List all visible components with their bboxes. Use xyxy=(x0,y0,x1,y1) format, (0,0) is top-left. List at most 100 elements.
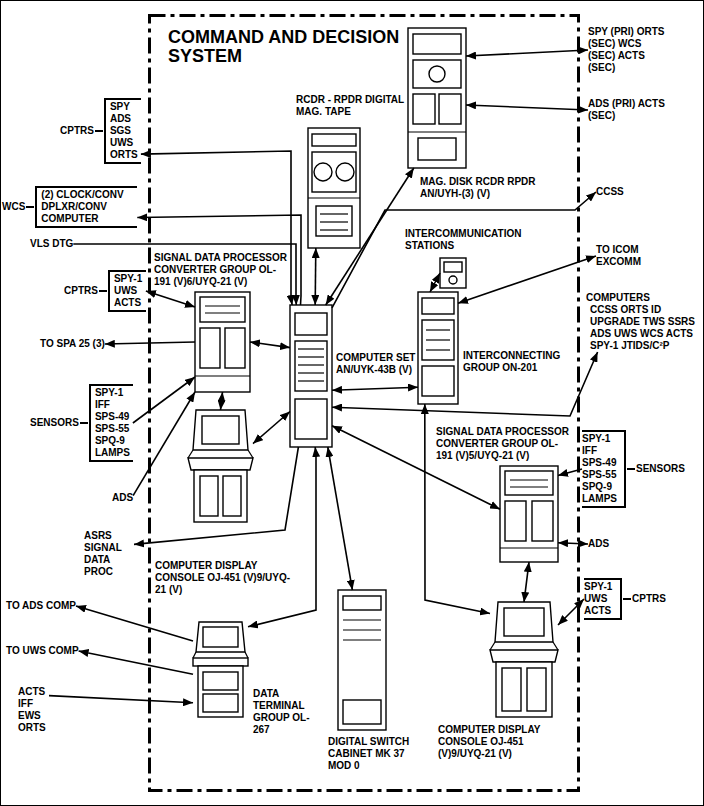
unit-label: DIGITAL SWITCH CABINET MK 37 MOD 0 xyxy=(328,736,428,772)
connector xyxy=(524,562,529,602)
external-system: SENSORS SPY-1 IFF SPS-49 SPS-55 SPQ-9 LAM… xyxy=(30,384,133,462)
external-system: ACTS IFF EWS ORTS xyxy=(18,686,49,734)
bracket-list: SPY-1 IFF SPS-49 SPS-55 SPQ-9 LAMPS xyxy=(582,430,626,508)
equipment-unit: INTERCONNECTING GROUP ON-201 xyxy=(418,292,458,404)
connector xyxy=(314,248,316,305)
unit-label: RCDR - RPDR DIGITAL MAG. TAPE xyxy=(296,94,414,118)
equipment-unit: MAG. DISK RCDR RPDR AN/UYH-(3) (V) xyxy=(408,28,466,168)
equipment-unit: DIGITAL SWITCH CABINET MK 37 MOD 0 xyxy=(338,590,386,730)
connector xyxy=(250,342,290,348)
connector xyxy=(137,215,301,305)
unit-label: COMPUTER DISPLAY CONSOLE OJ-451 (V)9/UYQ… xyxy=(155,560,295,596)
tape-cabinet xyxy=(308,128,360,248)
connector xyxy=(73,244,296,305)
external-system: ADS xyxy=(112,492,133,504)
external-system: WCS(2) CLOCK/CONV DPLXR/CONV COMPUTER xyxy=(2,186,137,228)
system-label: CCSS xyxy=(596,186,624,198)
equipment-unit: RCDR - RPDR DIGITAL MAG. TAPE xyxy=(308,128,360,248)
unit-label: INTERCOMMUNICATION STATIONS xyxy=(405,228,540,252)
dashed-boundary xyxy=(148,14,580,792)
connector xyxy=(221,392,223,410)
connector xyxy=(466,105,588,110)
connector xyxy=(133,377,195,423)
group-label: CPTRS xyxy=(64,285,98,297)
system-label: ADS xyxy=(112,492,133,504)
external-system: SPY-1 UWS ACTS CPTRS xyxy=(584,578,666,620)
group-label: CPTRS xyxy=(60,125,94,137)
equipment-unit: SIGNAL DATA PROCESSOR CONVERTER GROUP OL… xyxy=(500,466,558,562)
equipment-unit: DATA TERMINAL GROUP OL-267 xyxy=(193,622,248,717)
connector xyxy=(146,291,195,307)
connector xyxy=(332,192,596,308)
bracket-stem xyxy=(99,290,107,292)
display-console xyxy=(490,602,558,717)
external-system: CCSS xyxy=(596,186,624,198)
system-label: ACTS IFF EWS ORTS xyxy=(18,686,49,734)
unit-label: INTERCONNECTING GROUP ON-201 xyxy=(463,350,563,374)
external-system: SPY (PRI) ORTS (SEC) WCS (SEC) ACTS (SEC… xyxy=(588,26,668,74)
connector xyxy=(558,599,584,625)
equipment-unit: INTERCOMMUNICATION STATIONS xyxy=(440,258,466,288)
system-label: TO SPA 25 (3) xyxy=(40,338,105,350)
external-system: CPTRS SPY ADS SGS UWS ORTS xyxy=(60,98,141,164)
connector xyxy=(332,352,598,416)
connector xyxy=(49,696,193,703)
group-label: SENSORS xyxy=(30,417,79,429)
bracket-list: SPY ADS SGS UWS ORTS xyxy=(104,98,141,164)
bracket-list: SPY-1 UWS ACTS xyxy=(108,270,146,312)
external-system: TO ADS COMP xyxy=(6,600,76,612)
system-boundary: COMMAND AND DECISION SYSTEM RCDR - RPDR D… xyxy=(148,14,580,792)
external-system: SPY-1 IFF SPS-49 SPS-55 SPQ-9 LAMPSSENSO… xyxy=(582,430,685,508)
sdp-cabinet xyxy=(500,466,558,562)
sdp-cabinet xyxy=(195,292,250,392)
connector xyxy=(141,151,292,305)
system-label: TO ICOM EXCOMM xyxy=(596,244,658,268)
equipment-unit: COMPUTER DISPLAY CONSOLE OJ-451 (V)9/UYQ… xyxy=(490,602,558,717)
external-system: TO UWS COMP xyxy=(6,645,79,657)
connector xyxy=(430,273,440,292)
system-label: SPY (PRI) ORTS (SEC) WCS (SEC) ACTS (SEC… xyxy=(588,26,668,74)
bracket-stem xyxy=(26,206,34,208)
external-system: COMPUTERSCCSS ORTS ID UPGRADE TWS SSRS A… xyxy=(586,292,702,352)
system-label: TO UWS COMP xyxy=(6,645,79,657)
connector xyxy=(458,256,596,303)
bracket-list: SPY-1 IFF SPS-49 SPS-55 SPQ-9 LAMPS xyxy=(89,384,133,462)
unit-label: SIGNAL DATA PROCESSOR CONVERTER GROUP OL… xyxy=(154,252,288,288)
connector xyxy=(134,447,298,544)
connector xyxy=(248,447,316,627)
interconnect-cabinet xyxy=(418,292,458,404)
system-label: ADS xyxy=(588,538,609,550)
connector xyxy=(332,387,418,390)
external-system: ADS xyxy=(588,538,609,550)
group-label: COMPUTERS xyxy=(586,292,650,304)
connector xyxy=(133,392,195,496)
equipment-unit: COMPUTER DISPLAY CONSOLE OJ-451 (V)9/UYQ… xyxy=(188,410,253,522)
connector xyxy=(79,651,193,674)
bracket-list: (2) CLOCK/CONV DPLXR/CONV COMPUTER xyxy=(35,186,137,228)
connector xyxy=(76,606,193,641)
external-system: VLS DTG xyxy=(30,238,73,250)
bracket-stem xyxy=(95,130,103,132)
bracket-stem xyxy=(627,468,635,470)
boundary-outline xyxy=(150,16,579,791)
computer-cabinet xyxy=(290,305,332,447)
external-system: TO ICOM EXCOMM xyxy=(596,244,658,268)
display-console xyxy=(188,410,253,522)
group-label: CPTRS xyxy=(632,593,666,605)
diagram-heading: COMMAND AND DECISION SYSTEM xyxy=(168,28,404,66)
external-system: ADS (PRI) ACTS (SEC) xyxy=(588,98,668,122)
unit-label: SIGNAL DATA PROCESSOR CONVERTER GROUP OL… xyxy=(436,426,572,462)
system-list: CCSS ORTS ID UPGRADE TWS SSRS ADS UWS WC… xyxy=(590,304,702,352)
switch-cabinet xyxy=(338,590,386,730)
external-system: ASRS SIGNAL DATA PROC xyxy=(84,530,134,578)
system-label: VLS DTG xyxy=(30,238,73,250)
system-label: ASRS SIGNAL DATA PROC xyxy=(84,530,134,578)
connector xyxy=(558,543,588,544)
external-system: TO SPA 25 (3) xyxy=(40,338,105,350)
bracket-list: SPY-1 UWS ACTS xyxy=(584,578,622,620)
terminal-console xyxy=(193,622,248,717)
disk-cabinet xyxy=(408,28,466,168)
bracket-stem xyxy=(80,422,88,424)
